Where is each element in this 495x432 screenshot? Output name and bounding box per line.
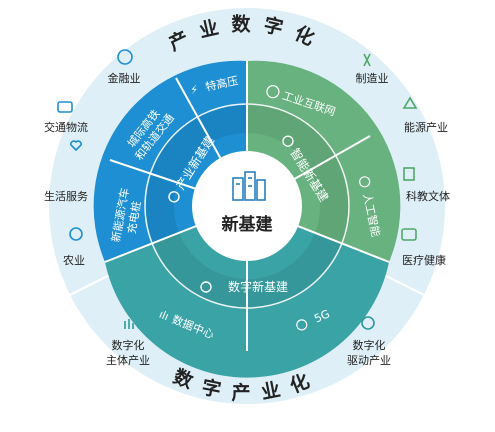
outer-item-driver[interactable]: 数字化 驱动产业 xyxy=(347,338,391,367)
svg-text:驱动产业: 驱动产业 xyxy=(347,353,391,367)
book-icon xyxy=(403,167,415,181)
atom-icon xyxy=(361,316,375,330)
leaf-icon xyxy=(69,227,83,241)
growth-chart-icon xyxy=(124,319,134,329)
bus-icon xyxy=(57,101,73,113)
bar-chart-icon: ılı xyxy=(157,308,170,323)
inner-item-uhv[interactable]: ⚡ 特高压 xyxy=(189,73,239,97)
outer-item-finance[interactable]: 金融业 xyxy=(108,71,141,85)
svg-text:数字化: 数字化 xyxy=(112,338,145,352)
svg-text:5G: 5G xyxy=(312,307,331,325)
svg-text:⚡: ⚡ xyxy=(189,83,199,97)
outer-item-edu[interactable]: 科教文体 xyxy=(406,189,450,203)
svg-text:充电桩: 充电桩 xyxy=(124,200,144,235)
svg-text:数字新基建: 数字新基建 xyxy=(228,279,288,294)
heart-icon xyxy=(70,140,82,152)
outer-item-energy[interactable]: 能源产业 xyxy=(404,120,448,134)
outer-item-agri[interactable]: 农业 xyxy=(63,253,85,267)
gear-tools-icon xyxy=(363,53,371,67)
recycle-icon xyxy=(402,96,418,109)
outer-icons xyxy=(57,49,418,330)
medical-kit-icon xyxy=(401,228,417,241)
svg-text:数字化: 数字化 xyxy=(353,338,386,352)
center-circle xyxy=(192,151,302,261)
segment-label-digital: 数字新基建 xyxy=(200,279,288,294)
outer-item-health[interactable]: 医疗健康 xyxy=(402,253,446,267)
svg-text:特高压: 特高压 xyxy=(204,73,239,94)
center-label: 新基建 xyxy=(222,214,273,235)
yen-coin-icon xyxy=(117,49,133,65)
outer-item-subject[interactable]: 数字化 主体产业 xyxy=(106,338,150,367)
outer-item-transport[interactable]: 交通物流 xyxy=(44,120,88,134)
outer-item-manufacturing[interactable]: 制造业 xyxy=(356,71,389,85)
svg-text:主体产业: 主体产业 xyxy=(106,353,150,367)
outer-item-life[interactable]: 生活服务 xyxy=(44,189,88,203)
inner-item-5g[interactable]: 5G xyxy=(295,307,332,333)
city-icon xyxy=(232,171,266,201)
outer-labels: 金融业 交通物流 生活服务 农业 制造业 能源产业 科教文体 医疗健康 数字化 … xyxy=(44,71,450,367)
